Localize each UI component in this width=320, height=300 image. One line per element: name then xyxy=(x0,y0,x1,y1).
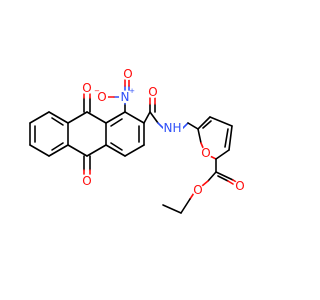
quinone-oxygen-bottom-label: O xyxy=(82,174,91,188)
furan-oxygen: O xyxy=(200,146,212,160)
amide-nitrogen-label: N xyxy=(164,121,173,135)
right-benzene-ring xyxy=(105,111,145,157)
quinone-oxygen-top-label: O xyxy=(82,81,91,95)
central-quinone-ring xyxy=(67,93,107,175)
nitro-oxygen-right: O xyxy=(122,67,134,81)
ester-carbonyl-oxygen: O xyxy=(234,179,246,193)
amide-bonds xyxy=(143,97,199,130)
nitro-nitrogen: N + xyxy=(119,87,135,104)
amide-oxygen-label: O xyxy=(148,85,157,99)
amide-hydrogen-label: H xyxy=(172,121,181,135)
amide-oxygen: O xyxy=(147,85,159,99)
nitro-nitrogen-label: N xyxy=(121,90,130,104)
ester-ether-oxygen: O xyxy=(192,183,204,197)
nitro-oxygen-right-label: O xyxy=(123,67,132,81)
furan-oxygen-label: O xyxy=(201,146,210,160)
nitro-oxygen-left-charge: − xyxy=(94,87,100,95)
furan-ring xyxy=(197,116,233,160)
nitro-oxygen-left: O − xyxy=(94,87,108,104)
nitro-oxygen-left-label: O xyxy=(97,90,106,104)
molecule-structure: O O N + O − O O N xyxy=(29,67,246,214)
nitro-group-bonds xyxy=(107,79,130,113)
ester-carbonyl-oxygen-label: O xyxy=(235,179,244,193)
bonds xyxy=(29,79,239,214)
atom-labels: O O N + O − O O N xyxy=(81,67,246,197)
nitro-nitrogen-charge: + xyxy=(129,87,135,95)
left-benzene-ring xyxy=(29,111,69,157)
amide-nitrogen: N H xyxy=(163,121,183,135)
quinone-oxygen-top: O xyxy=(81,81,93,95)
ester-ether-oxygen-label: O xyxy=(193,183,202,197)
quinone-oxygen-bottom: O xyxy=(81,174,93,188)
